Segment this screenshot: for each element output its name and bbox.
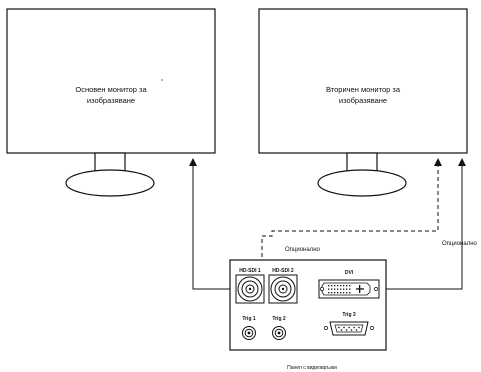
trig1-connector-icon <box>242 326 256 340</box>
port-label-trig2: Trig 2 <box>272 316 286 322</box>
primary-monitor-label-line2: изобразяване <box>87 96 135 105</box>
secondary-monitor: Вторичен монитор за изобразяване <box>258 8 468 197</box>
dvi-connector-icon <box>318 279 380 299</box>
hdsdi1-to-primary-line <box>189 158 238 290</box>
primary-monitor-stand-base <box>65 169 155 197</box>
secondary-monitor-stand-base <box>317 169 407 197</box>
video-connection-panel: HD-SDI 1 HD-SDI 2 DVI <box>229 259 387 351</box>
primary-monitor-screen <box>6 8 216 154</box>
primary-monitor: Основен монитор за изобразяване <box>6 8 216 197</box>
port-label-trig1: Trig 1 <box>242 316 256 322</box>
secondary-monitor-screen <box>258 8 468 154</box>
primary-monitor-label-line1: Основен монитор за <box>75 85 147 94</box>
trig3-connector-icon <box>324 321 374 336</box>
primary-monitor-stand-neck <box>94 152 126 172</box>
port-label-hdsdi2: HD-SDI 2 <box>272 268 294 274</box>
optional-label-left: Опционално <box>285 247 321 253</box>
secondary-monitor-label-line1: Вторичен монитор за <box>326 85 401 94</box>
dvi-to-secondary-line <box>376 158 466 290</box>
panel-title: Панел с видеовръзки <box>287 365 337 371</box>
optional-label-right: Опционално <box>442 241 478 247</box>
hdsdi1-connector-icon <box>235 274 265 304</box>
hdsdi2-connector-icon <box>268 274 298 304</box>
port-label-hdsdi1: HD-SDI 1 <box>239 268 261 274</box>
trig2-connector-icon <box>272 326 286 340</box>
port-label-trig3: Trig 3 <box>342 312 356 318</box>
port-label-dvi: DVI <box>345 270 354 276</box>
secondary-monitor-label-line2: изобразяване <box>339 96 387 105</box>
secondary-monitor-stand-neck <box>346 152 378 172</box>
primary-monitor-dot <box>161 79 163 81</box>
